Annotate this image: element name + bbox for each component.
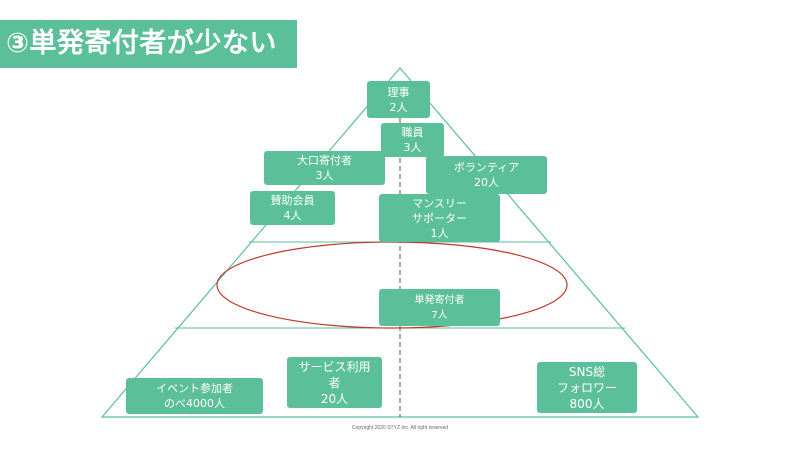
- box-tanpatsu-label: 単発寄付者: [414, 294, 465, 306]
- highlight-ellipse: [216, 241, 568, 329]
- box-volunteer-count: 20人: [474, 176, 499, 189]
- box-shokuin-count: 3人: [403, 141, 422, 154]
- box-tanpatsu: 単発寄付者 7人: [379, 289, 500, 326]
- slide-title: ③単発寄付者が少ない: [0, 20, 297, 68]
- box-riji-label: 理事: [387, 85, 410, 99]
- box-sanjo: 賛助会員 4人: [250, 191, 335, 225]
- box-service-label-1: サービス利用: [298, 359, 371, 374]
- box-ookuchi-count: 3人: [315, 169, 334, 182]
- box-volunteer-label: ボランティア: [453, 161, 520, 174]
- copyright-notice: Copyright 2020 STYZ Inc. All right reser…: [351, 425, 449, 431]
- box-volunteer: ボランティア 20人: [426, 156, 547, 194]
- box-sns-count: 800人: [569, 396, 605, 411]
- box-service-count: 20人: [320, 391, 349, 406]
- box-sns: SNS総 フォロワー 800人: [537, 362, 637, 413]
- box-shokuin: 職員 3人: [381, 123, 444, 157]
- box-sanjo-label: 賛助会員: [270, 194, 315, 207]
- box-ookuchi: 大口寄付者 3人: [264, 151, 385, 185]
- box-service: サービス利用 者 20人: [287, 357, 382, 408]
- box-ookuchi-label: 大口寄付者: [297, 154, 352, 167]
- box-service-label-2: 者: [328, 375, 341, 390]
- box-monthly-count: 1人: [430, 226, 449, 240]
- box-tanpatsu-count: 7人: [431, 309, 448, 321]
- box-sns-label-1: SNS総: [568, 364, 606, 379]
- box-event: イベント参加者 のべ4000人: [126, 378, 263, 414]
- box-riji: 理事 2人: [367, 81, 430, 118]
- box-event-count: のべ4000人: [164, 397, 225, 410]
- box-shokuin-label: 職員: [401, 126, 424, 139]
- box-event-label: イベント参加者: [156, 382, 233, 395]
- box-riji-count: 2人: [389, 100, 408, 114]
- box-monthly: マンスリー サポーター 1人: [379, 194, 500, 242]
- box-sns-label-2: フォロワー: [556, 380, 617, 395]
- box-sanjo-count: 4人: [283, 209, 302, 222]
- box-monthly-label-2: サポーター: [412, 211, 467, 225]
- box-monthly-label-1: マンスリー: [412, 196, 467, 210]
